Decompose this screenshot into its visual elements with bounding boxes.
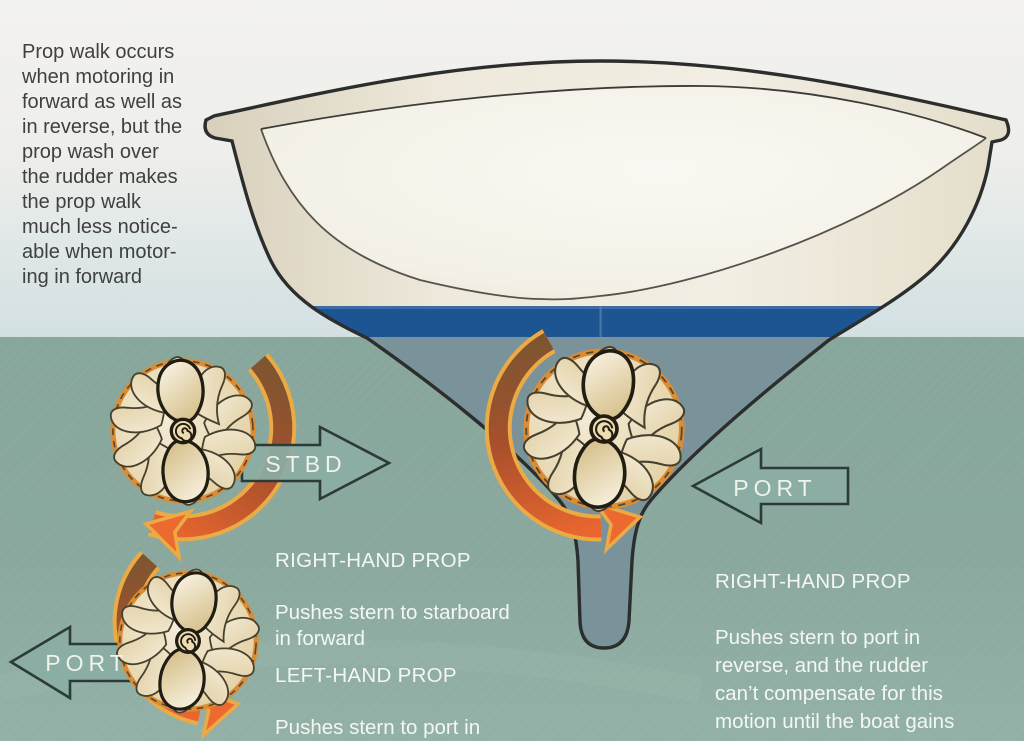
caption-right-hand-reverse: RIGHT-HAND PROP Pushes stern to port in …	[715, 540, 1015, 741]
caption-title: RIGHT-HAND PROP	[275, 549, 471, 572]
caption-title: RIGHT-HAND PROP	[715, 570, 911, 593]
port-direction-arrow-right	[690, 446, 850, 526]
rotation-arrow-right-hand-forward	[138, 353, 297, 559]
hull-interior	[261, 85, 986, 300]
caption-left-hand-forward: LEFT-HAND PROP Pushes stern to port in f…	[275, 637, 575, 741]
caption-body: Pushes stern to port in forward	[275, 716, 481, 739]
caption-title: LEFT-HAND PROP	[275, 664, 457, 687]
intro-paragraph: Prop walk occurs when motoring in forwar…	[22, 41, 183, 288]
stbd-direction-arrow	[240, 424, 392, 502]
caption-right-hand-forward: RIGHT-HAND PROP Pushes stern to starboar…	[275, 522, 575, 678]
deck-inner-line	[260, 85, 987, 139]
caption-body: Pushes stern to starboard in forward	[275, 601, 510, 650]
hull-interior-edge	[260, 128, 987, 301]
port-arrow-right-label: PORT	[733, 475, 817, 501]
caption-body: Pushes stern to port in reverse, and the…	[715, 626, 955, 741]
port-arrow-left-label: PORT	[45, 650, 129, 676]
stbd-arrow-label: STBD	[265, 451, 347, 477]
waterline-stripe-highlight	[300, 306, 1009, 309]
hull-centerline	[599, 306, 602, 337]
rotation-arrow-right-hand-reverse	[484, 329, 648, 552]
